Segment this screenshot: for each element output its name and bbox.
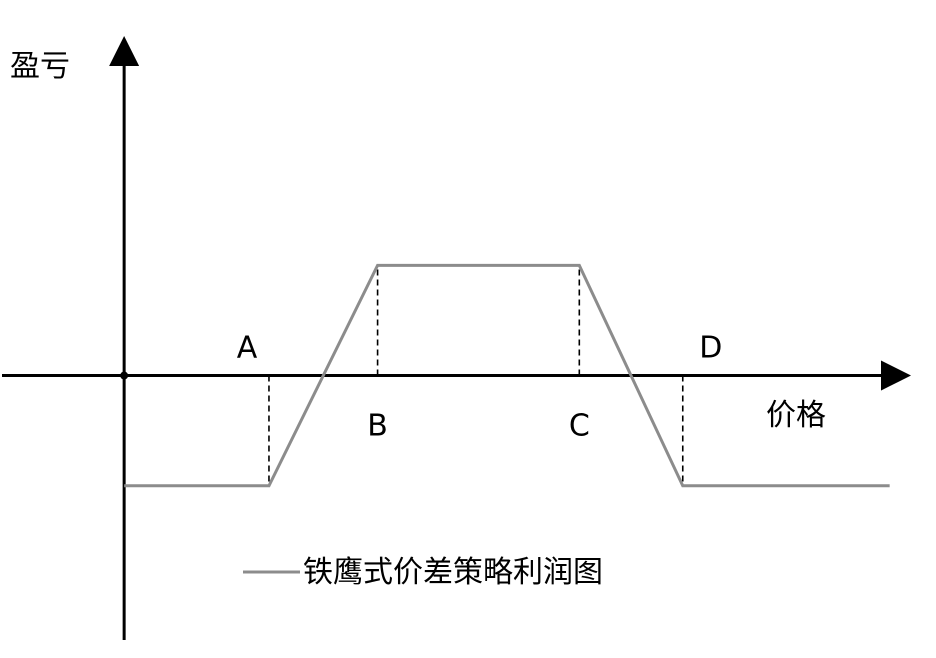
origin-dot (120, 371, 129, 380)
legend-label: 铁鹰式价差策略利润图 (303, 555, 603, 590)
point-label-b: B (367, 409, 388, 444)
point-label-a: A (237, 331, 258, 366)
point-label-c: C (569, 409, 590, 444)
series-layer (124, 263, 890, 488)
guide-lines (268, 265, 684, 486)
series-line-iron-condor (124, 263, 890, 488)
x-axis-label: 价格 (766, 398, 826, 433)
point-labels: A B C D (237, 331, 723, 444)
point-label-d: D (699, 331, 722, 366)
axes (2, 36, 911, 640)
legend: 铁鹰式价差策略利润图 (243, 555, 603, 590)
y-axis-label: 盈亏 (10, 49, 70, 84)
